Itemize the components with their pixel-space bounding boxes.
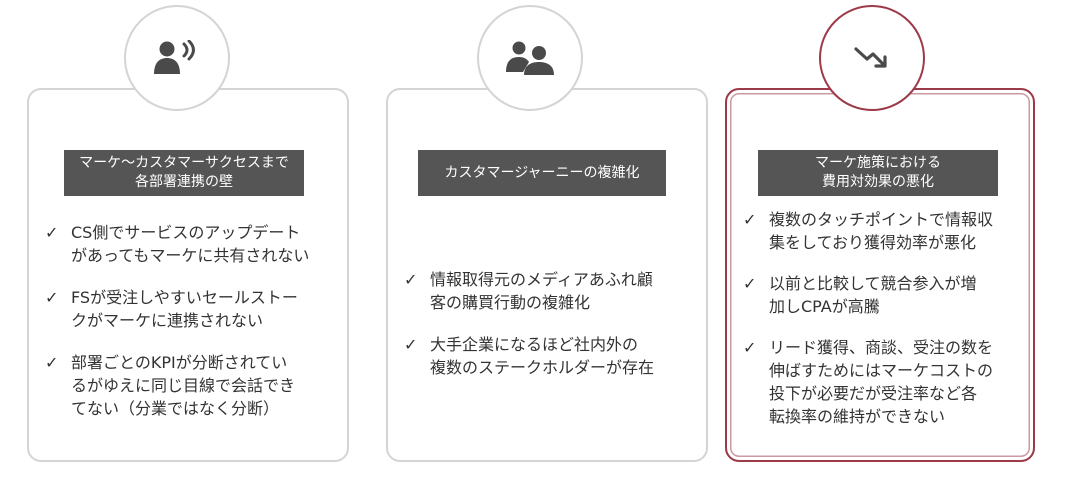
bullet-list: ✓ CS側でサービスのアップデート があってもマーケに共有されない ✓ FSが受…: [45, 221, 340, 439]
bullet-text: 客の購買行動の複雑化: [430, 293, 591, 312]
bullet-text: てない（分業ではなく分断）: [71, 399, 280, 418]
bullet-text: クがマーケに連携されない: [71, 311, 264, 330]
bullet-text: 部署ごとのKPIが分断されてい: [71, 353, 288, 372]
icon-circle: [477, 5, 583, 111]
bullet-text: 大手企業になるほど社内外の: [430, 335, 639, 354]
bullet-list: ✓ 複数のタッチポイントで情報収 集をしており獲得効率が悪化 ✓ 以前と比較して…: [743, 208, 1033, 446]
card-header: マーケ施策における 費用対効果の悪化: [758, 150, 998, 196]
bullet-text: 集をしており獲得効率が悪化: [769, 233, 977, 252]
card-header: カスタマージャーニーの複雑化: [418, 150, 666, 196]
card-header-line: 費用対効果の悪化: [822, 174, 934, 190]
list-item: ✓ FSが受注しやすいセールストー クがマーケに連携されない: [45, 286, 340, 332]
check-icon: ✓: [743, 274, 757, 293]
bullet-text: リード獲得、商談、受注の数を: [769, 338, 994, 357]
bullet-text: FSが受注しやすいセールストー: [71, 288, 298, 307]
check-icon: ✓: [45, 353, 59, 372]
card-header-line: 各部署連携の壁: [135, 174, 233, 190]
card-header-line: カスタマージャーニーの複雑化: [444, 164, 640, 181]
bullet-list: ✓ 情報取得元のメディアあふれ顧 客の購買行動の複雑化 ✓ 大手企業になるほど社…: [404, 268, 704, 398]
list-item: ✓ 情報取得元のメディアあふれ顧 客の購買行動の複雑化: [404, 268, 704, 314]
bullet-text: るがゆえに同じ目線で会話でき: [71, 376, 296, 395]
bullet-text: CS側でサービスのアップデート: [71, 223, 301, 242]
bullet-text: 情報取得元のメディアあふれ顧: [430, 270, 653, 289]
check-icon: ✓: [45, 288, 59, 307]
icon-circle: [819, 5, 925, 111]
bullet-text: 伸ばすためにはマーケコストの: [769, 361, 994, 380]
bullet-text: 投下が必要だが受注率など各: [769, 384, 978, 403]
check-icon: ✓: [45, 223, 59, 242]
list-item: ✓ CS側でサービスのアップデート があってもマーケに共有されない: [45, 221, 340, 267]
list-item: ✓ リード獲得、商談、受注の数を 伸ばすためにはマーケコストの 投下が必要だが受…: [743, 336, 1033, 428]
list-item: ✓ 複数のタッチポイントで情報収 集をしており獲得効率が悪化: [743, 208, 1033, 254]
card-header-line: マーケ施策における: [815, 155, 941, 171]
people-group-icon: [506, 41, 554, 75]
trend-down-icon: [854, 47, 887, 68]
check-icon: ✓: [743, 338, 757, 357]
bullet-text: 複数のタッチポイントで情報収: [769, 210, 994, 229]
bullet-text: 転換率の維持ができない: [769, 407, 946, 426]
check-icon: ✓: [743, 210, 757, 229]
icon-circle: [124, 5, 230, 111]
check-icon: ✓: [404, 270, 418, 289]
card-cost-effectiveness: マーケ施策における 費用対効果の悪化 ✓ 複数のタッチポイントで情報収 集をして…: [725, 88, 1035, 462]
list-item: ✓ 大手企業になるほど社内外の 複数のステークホルダーが存在: [404, 333, 704, 379]
bullet-text: があってもマーケに共有されない: [71, 246, 310, 265]
card-department-collaboration: マーケ〜カスタマーサクセスまで 各部署連携の壁 ✓ CS側でサービスのアップデー…: [27, 88, 349, 462]
card-header-line: マーケ〜カスタマーサクセスまで: [79, 155, 289, 171]
bullet-text: 以前と比較して競合参入が増: [769, 274, 977, 293]
card-customer-journey: カスタマージャーニーの複雑化 ✓ 情報取得元のメディアあふれ顧 客の購買行動の複…: [386, 88, 708, 462]
speaking-person-icon: [154, 40, 195, 74]
card-header: マーケ〜カスタマーサクセスまで 各部署連携の壁: [64, 150, 304, 196]
list-item: ✓ 以前と比較して競合参入が増 加しCPAが高騰: [743, 272, 1033, 318]
list-item: ✓ 部署ごとのKPIが分断されてい るがゆえに同じ目線で会話でき てない（分業で…: [45, 351, 340, 420]
bullet-text: 加しCPAが高騰: [769, 297, 880, 316]
bullet-text: 複数のステークホルダーが存在: [430, 358, 655, 377]
check-icon: ✓: [404, 335, 418, 354]
